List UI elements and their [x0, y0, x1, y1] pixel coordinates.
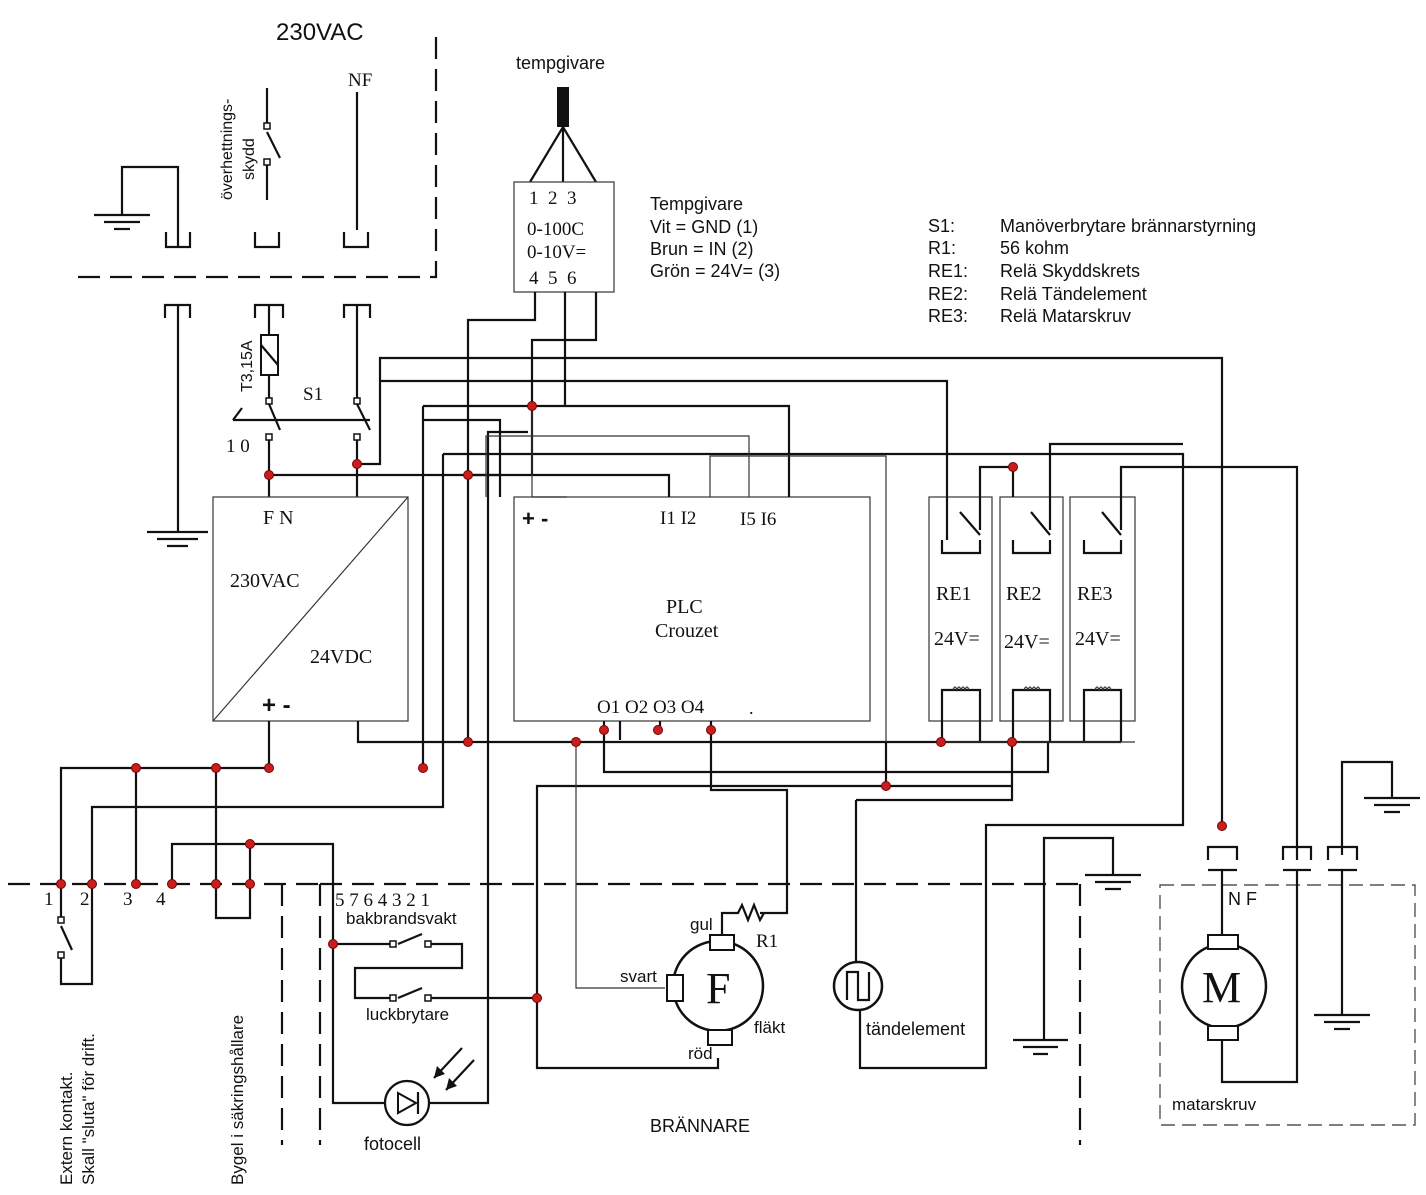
- sensor-pins-bottom: 4 5 6: [529, 268, 577, 289]
- plc-inputs-a: I1 I2: [660, 508, 696, 529]
- plc-outputs: O1 O2 O3 O4: [597, 697, 705, 718]
- plc-name-2: Crouzet: [655, 620, 719, 642]
- sensor-legend: Tempgivare Vit = GND (1) Brun = IN (2) G…: [650, 194, 780, 281]
- sensor-legend-line: Vit = GND (1): [650, 217, 758, 237]
- wire-yellow-label: gul: [690, 915, 713, 934]
- legend-value: Relä Skyddskrets: [1000, 261, 1140, 281]
- overheat-label-1: överhettnings-: [219, 99, 236, 200]
- fan-letter: F: [706, 964, 730, 1013]
- legend-key: RE3:: [928, 306, 968, 326]
- jumper-note: Bygel i säkringshållare: [228, 1015, 247, 1185]
- motor: M N F matarskruv: [1172, 889, 1268, 1114]
- terminal-strip: 1 2 3 4: [44, 889, 166, 959]
- psu-input: 230VAC: [230, 570, 300, 592]
- thin-wiring: [485, 406, 1135, 989]
- relay-name: RE3: [1077, 583, 1113, 605]
- terminal-label: 1: [44, 889, 54, 910]
- photocell-label: fotocell: [364, 1134, 421, 1154]
- terminal-label: 4: [156, 889, 166, 910]
- motor-plugs: [1206, 845, 1359, 1084]
- nf-label: NF: [348, 70, 372, 91]
- burner-components: 5 7 6 4 3 2 1 bakbrandsvakt luckbrytare …: [335, 890, 750, 1154]
- legend-value: Manöverbrytare brännarstyrning: [1000, 216, 1256, 236]
- wire-black-label: svart: [620, 967, 657, 986]
- resistor-label: R1: [756, 931, 778, 952]
- plc-name-1: PLC: [666, 596, 703, 618]
- plc: PLC Crouzet + - I1 I2 I5 I6 O1 O2 O3 O4 …: [513, 496, 871, 722]
- terminal-label: 3: [123, 889, 133, 910]
- wire-red-label: röd: [688, 1044, 713, 1063]
- igniter-label: tändelement: [866, 1019, 965, 1039]
- legend-value: 56 kohm: [1000, 238, 1069, 258]
- relay-voltage: 24V=: [1075, 628, 1121, 650]
- sensor-legend-line: Brun = IN (2): [650, 239, 754, 259]
- notes: Extern kontakt. Skall "sluta" för drift.…: [57, 1015, 247, 1185]
- fuse: T3,15A: [239, 334, 279, 400]
- motor-letter: M: [1202, 963, 1241, 1012]
- psu-polarity: + -: [262, 692, 291, 719]
- s1-positions: 1 0: [226, 436, 250, 457]
- wiring: [59, 292, 1420, 1105]
- feed-screw-label: matarskruv: [1172, 1095, 1257, 1114]
- fuse-label: T3,15A: [239, 340, 256, 392]
- legend-key: RE1:: [928, 261, 968, 281]
- fan: F gul R1 svart fläkt röd: [620, 902, 785, 1063]
- relay-voltage: 24V=: [934, 628, 980, 650]
- overheat-label-2: skydd: [241, 138, 258, 180]
- plc-inputs-b: I5 I6: [740, 509, 776, 530]
- burner-label: BRÄNNARE: [650, 1116, 750, 1136]
- legend-key: S1:: [928, 216, 955, 236]
- igniter: tändelement: [832, 960, 965, 1039]
- relays: RE1 24V= RE2 24V= RE3 24V=: [928, 496, 1136, 742]
- junction-nodes: [56, 401, 1227, 1003]
- external-contact-note-2: Skall "sluta" för drift.: [79, 1033, 98, 1185]
- supply-section: 230VAC överhettnings- skydd NF: [94, 19, 372, 249]
- burner-terminals: 5 7 6 4 3 2 1: [335, 890, 430, 911]
- sensor-range-2: 0-10V=: [527, 242, 586, 263]
- relay-voltage: 24V=: [1004, 631, 1050, 653]
- external-contact-note-1: Extern kontakt.: [57, 1072, 76, 1185]
- component-legend: S1: Manöverbrytare brännarstyrning R1: 5…: [928, 216, 1256, 326]
- fan-label: fläkt: [754, 1018, 785, 1037]
- sensor-range-1: 0-100C: [527, 219, 584, 240]
- terminal-label: 2: [80, 889, 90, 910]
- psu-output: 24VDC: [310, 646, 372, 668]
- sensor-legend-line: Tempgivare: [650, 194, 743, 214]
- sensor-legend-line: Grön = 24V= (3): [650, 261, 780, 281]
- relay-name: RE1: [936, 583, 972, 605]
- legend-key: R1:: [928, 238, 956, 258]
- backfire-label: bakbrandsvakt: [346, 909, 457, 928]
- sensor-title: tempgivare: [516, 53, 605, 73]
- s1-label: S1: [303, 384, 323, 405]
- s1-switch: S1 1 0: [226, 384, 371, 497]
- power-supply: F N 230VAC 24VDC + -: [212, 496, 409, 722]
- plc-dot: .: [749, 698, 754, 718]
- legend-value: Relä Matarskruv: [1000, 306, 1131, 326]
- supply-title: 230VAC: [276, 19, 364, 46]
- sensor-pins-top: 1 2 3: [529, 188, 577, 209]
- door-switch-label: luckbrytare: [366, 1005, 449, 1024]
- receptacles: [147, 303, 372, 548]
- legend-value: Relä Tändelement: [1000, 284, 1147, 304]
- motor-terminals: N F: [1228, 889, 1257, 909]
- temp-sensor: tempgivare 1 2 3 0-100C 0-10V= 4 5 6: [513, 53, 615, 293]
- relay-name: RE2: [1006, 583, 1042, 605]
- psu-terminals: F N: [263, 507, 294, 529]
- plc-supply-terminals: + -: [522, 506, 548, 531]
- legend-key: RE2:: [928, 284, 968, 304]
